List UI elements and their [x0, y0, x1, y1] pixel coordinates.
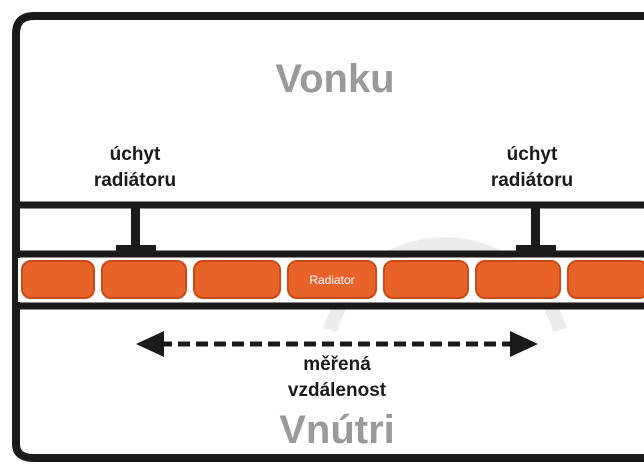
- bracket-left-label-line2: radiátoru: [94, 170, 176, 191]
- bracket-right-label-line2: radiátoru: [491, 170, 573, 191]
- radiator-section: [101, 260, 187, 299]
- outer-frame: [12, 12, 644, 462]
- bracket-right: [516, 205, 556, 254]
- measured-label-line1: měřená: [303, 354, 371, 375]
- radiator-section: [193, 260, 281, 299]
- radiator-label: Radiator: [309, 273, 354, 287]
- radiator-section: [287, 260, 377, 299]
- radiator-section: [383, 260, 469, 299]
- radiator-section: [21, 260, 95, 299]
- bracket-right-label-line1: úchyt: [507, 144, 558, 165]
- measured-distance-arrow: [136, 331, 538, 357]
- outside-label: Vonku: [275, 57, 394, 101]
- inside-label: Vnútri: [279, 408, 395, 452]
- radiator-section: [475, 260, 561, 299]
- measured-label-line2: vzdálenost: [288, 380, 387, 401]
- radiator-section: [567, 260, 644, 299]
- arrow-head-left: [136, 331, 164, 357]
- bracket-left: [116, 205, 156, 254]
- arrow-head-right: [510, 331, 538, 357]
- bracket-left-label-line1: úchyt: [110, 144, 161, 165]
